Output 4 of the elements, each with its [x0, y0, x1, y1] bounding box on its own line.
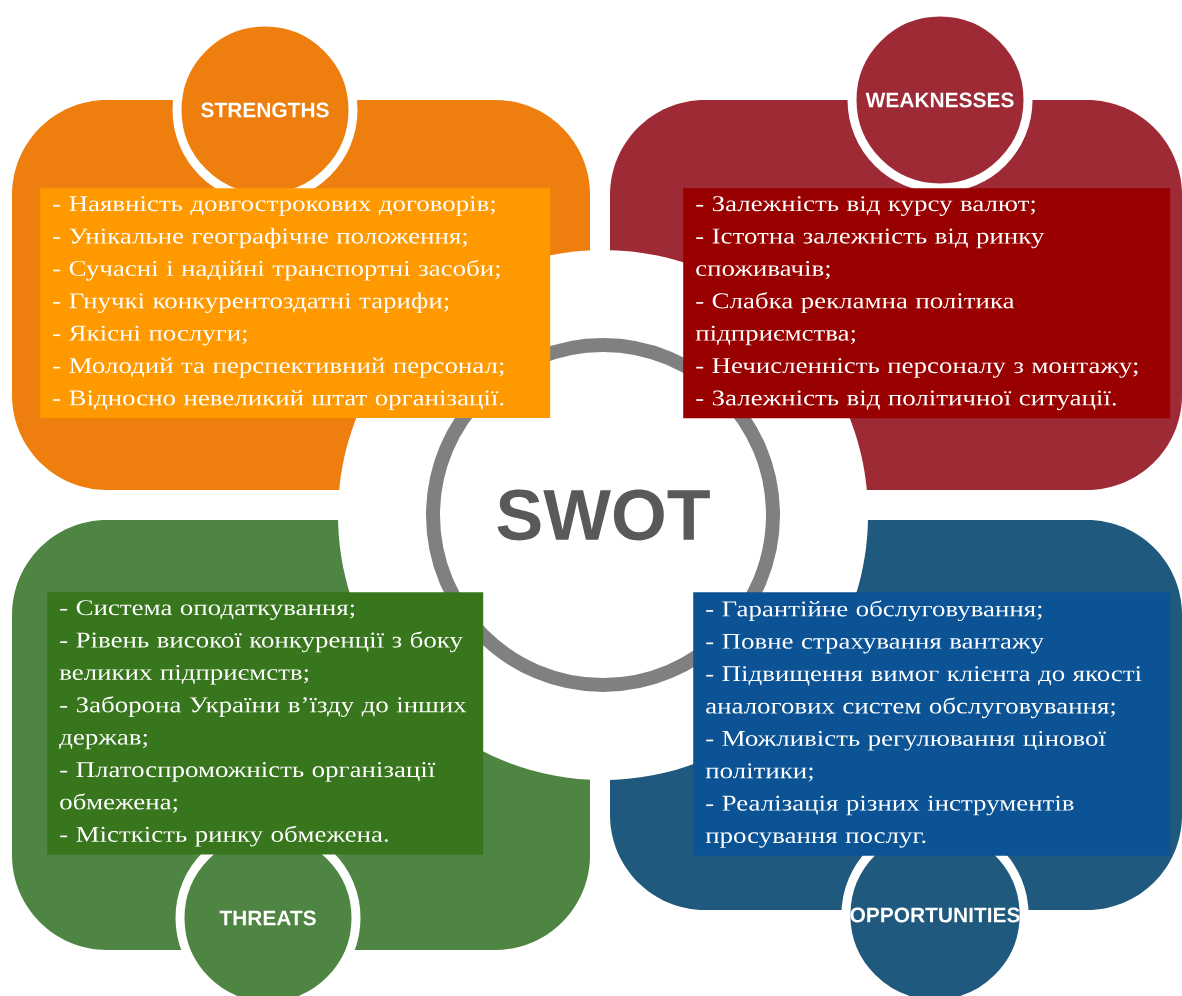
text-box: - Наявність довгострокових договорів; - Унікальне географічне положення; - Сучасні і надійні транспортні засоби; - Гнучкі конкурентоздатні тарифи; - Якісні послуги; - Молодий та перспективний персонал; - Відносно невеликий штат організації.: [40, 188, 551, 419]
text-box: - Гарантійне обслуговування; - Повне страхування вантажу - Підвищення вимог клієнта до якості аналогових систем обслуговування; - Можливість регулювання цінової політики; - Реалізація різних інструментів просування послуг.: [693, 592, 1171, 856]
text-box: - Залежність від курсу валют; - Істотна залежність від ринку споживачів; - Слабка рекламна політика підприємства; - Нечисленність персоналу з монтажу; - Залежність від політичної ситуації.: [683, 188, 1171, 419]
text-box: - Система оподаткування; - Рівень високої конкуренції з боку великих підприємств; - Заборона України в’їзду до інших держав; - Платоспроможність організації обмежена; - Місткість ринку обмежена.: [47, 592, 484, 855]
